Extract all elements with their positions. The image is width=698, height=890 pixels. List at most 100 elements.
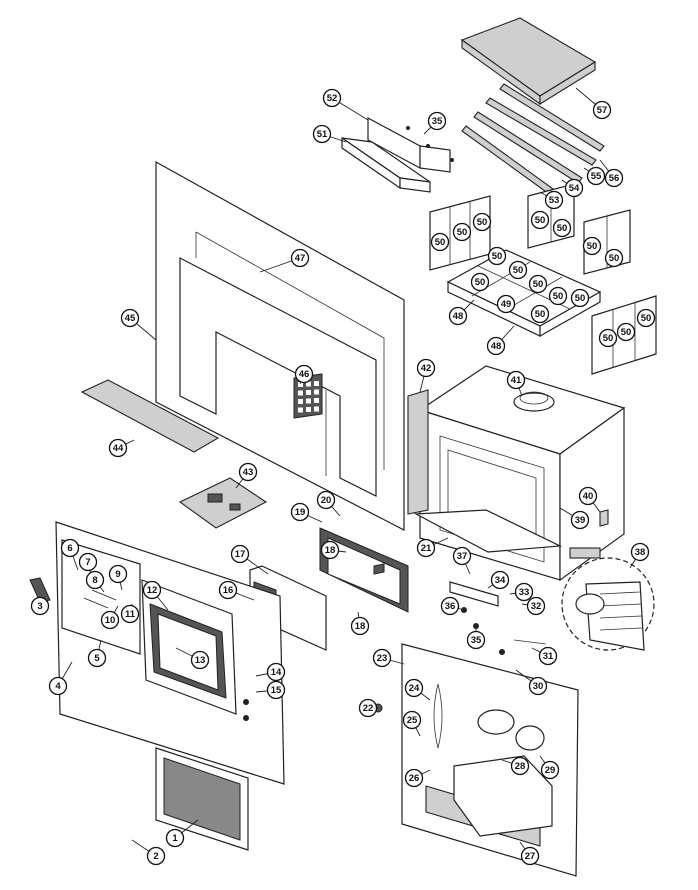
callout-circle (544, 190, 564, 210)
callout-label: 30 (533, 681, 544, 692)
callout-label: 23 (377, 653, 388, 664)
callout-label: 15 (271, 685, 282, 696)
callout-49: 49 (496, 294, 516, 314)
callout-circle (570, 288, 590, 308)
callout-label: 50 (533, 279, 544, 290)
callout-label: 51 (317, 129, 328, 140)
callout-label: 57 (597, 105, 608, 116)
callout-label: 50 (609, 253, 620, 264)
callout-label: 18 (355, 621, 366, 632)
callout-37: 37 (452, 546, 472, 566)
callout-label: 50 (535, 215, 546, 226)
callout-circle (266, 680, 286, 700)
callout-18: 18 (350, 616, 370, 636)
callout-55: 55 (586, 166, 606, 186)
callout-circle (570, 510, 590, 530)
callout-18: 18 (320, 540, 340, 560)
callout-circle (530, 304, 550, 324)
callout-label: 28 (515, 761, 526, 772)
callout-circle (487, 246, 507, 266)
callout-41: 41 (506, 370, 526, 390)
callout-label: 3 (37, 601, 42, 612)
callout-circle (48, 676, 68, 696)
callout-label: 50 (641, 313, 652, 324)
keypad-key (298, 399, 303, 404)
callout-50: 50 (470, 272, 490, 292)
callout-label: 35 (471, 635, 482, 646)
callout-label: 21 (421, 543, 432, 554)
callout-circle (230, 544, 250, 564)
callout-label: 45 (125, 313, 136, 324)
callout-circle (120, 308, 140, 328)
callout-circle (598, 328, 618, 348)
callout-circle (320, 540, 340, 560)
callout-circle (508, 260, 528, 280)
callout-circle (190, 650, 210, 670)
callout-circle (290, 248, 310, 268)
callout-circle (108, 438, 128, 458)
callout-32: 32 (526, 596, 546, 616)
callout-label: 50 (621, 327, 632, 338)
callout-14: 14 (266, 662, 286, 682)
callout-circle (440, 596, 460, 616)
callout-label: 35 (432, 116, 443, 127)
callout-31: 31 (538, 646, 558, 666)
callout-circle (358, 698, 378, 718)
callout-label: 50 (513, 265, 524, 276)
callout-44: 44 (108, 438, 128, 458)
callout-50: 50 (604, 248, 624, 268)
callout-circle (526, 596, 546, 616)
keypad-key (314, 406, 319, 412)
callout-47: 47 (290, 248, 310, 268)
callout-15: 15 (266, 680, 286, 700)
callout-circle (452, 546, 472, 566)
callout-circle (316, 490, 336, 510)
callout-9: 9 (108, 564, 128, 584)
callout-50: 50 (508, 260, 528, 280)
callout-label: 14 (271, 667, 282, 678)
callout-circle (312, 124, 332, 144)
callout-label: 50 (557, 223, 568, 234)
callout-label: 43 (243, 467, 254, 478)
callout-50: 50 (530, 210, 550, 230)
callout-50: 50 (472, 212, 492, 232)
callout-label: 56 (609, 173, 620, 184)
callout-50: 50 (528, 274, 548, 294)
callout-circle (514, 582, 534, 602)
callout-label: 50 (535, 309, 546, 320)
callout-25: 25 (402, 710, 422, 730)
callout-label: 48 (491, 341, 502, 352)
callout-label: 50 (457, 227, 468, 238)
keypad-key (298, 407, 303, 413)
keypad-key (306, 381, 311, 387)
callout-54: 54 (564, 178, 584, 198)
callout-label: 34 (495, 575, 506, 586)
callout-27: 27 (520, 846, 540, 866)
callout-11: 11 (120, 604, 140, 624)
callout-circle (604, 248, 624, 268)
callout-circle (520, 846, 540, 866)
callout-circle (350, 616, 370, 636)
callout-45: 45 (120, 308, 140, 328)
callout-label: 8 (92, 575, 97, 586)
keypad-key (314, 381, 319, 386)
callout-label: 50 (492, 251, 503, 262)
callout-8: 8 (85, 570, 105, 590)
callout-circle (60, 538, 80, 558)
callout-label: 25 (407, 715, 418, 726)
callout-circle (630, 542, 650, 562)
callout-label: 46 (299, 369, 310, 380)
callout-circle (294, 364, 314, 384)
callout-label: 50 (575, 293, 586, 304)
callout-circle (452, 222, 472, 242)
callout-circle (120, 604, 140, 624)
callout-39: 39 (570, 510, 590, 530)
callout-label: 50 (603, 333, 614, 344)
callout-circle (100, 610, 120, 630)
callout-circle (510, 756, 530, 776)
keypad-key (306, 398, 311, 404)
callout-circle (582, 236, 602, 256)
callout-circle (290, 502, 310, 522)
callout-50: 50 (487, 246, 507, 266)
